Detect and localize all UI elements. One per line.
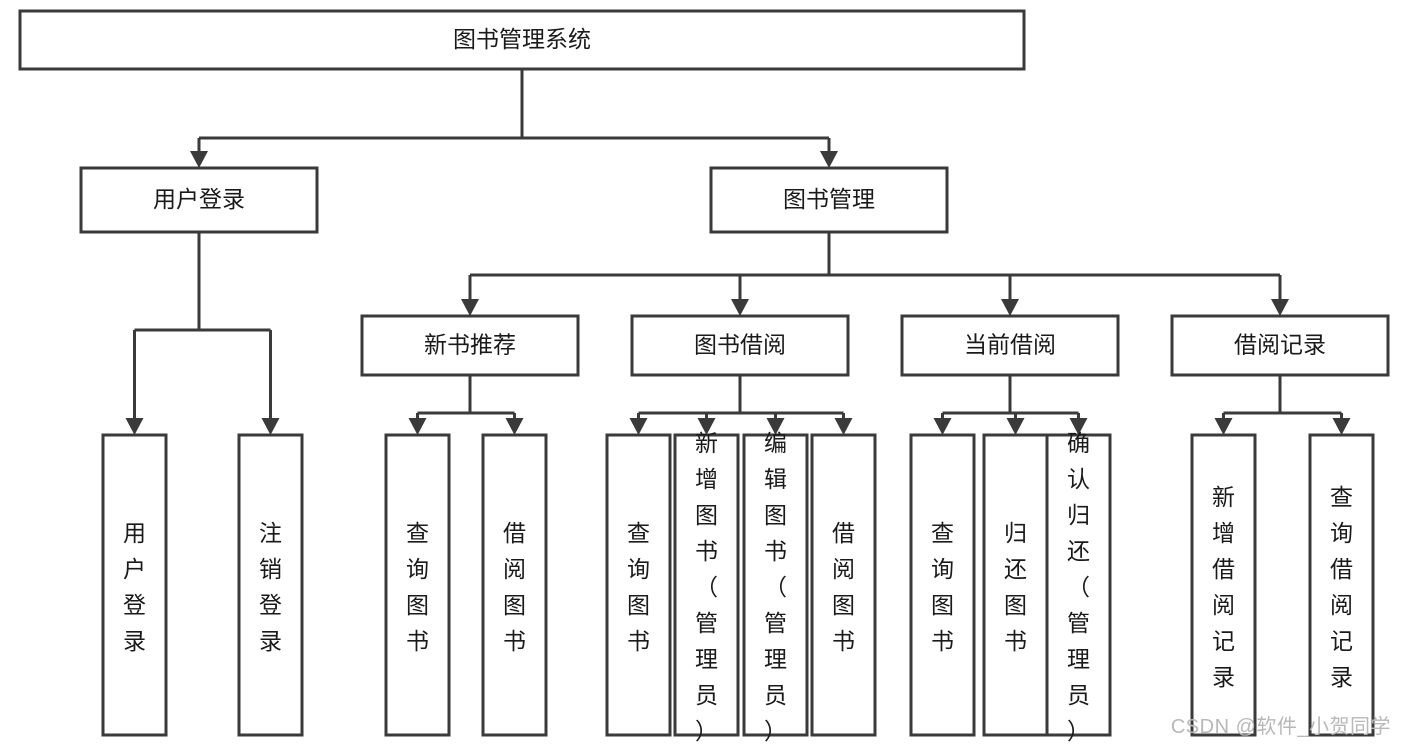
node-newbook[interactable]: 新书推荐	[360, 314, 580, 377]
arrow-head-icon	[1006, 418, 1025, 435]
node-leaf-query-book-2[interactable]: 查询图书	[605, 433, 672, 737]
arrow-head-icon	[1001, 299, 1019, 316]
node-leaf-return-book[interactable]: 归还图书	[982, 433, 1049, 737]
node-label: 借阅图书	[503, 520, 526, 654]
node-leaf-query-book-1[interactable]: 查询图书	[384, 433, 451, 737]
node-box	[18, 9, 1026, 71]
node-current[interactable]: 当前借阅	[900, 314, 1120, 377]
nodes-layer: 图书管理系统用户登录图书管理新书推荐图书借阅当前借阅借阅记录用户登录注销登录查询…	[18, 9, 1390, 744]
node-label: 用户登录	[153, 186, 245, 212]
node-box	[630, 314, 850, 377]
node-label: 新增借阅记录	[1212, 484, 1235, 690]
node-label: 新书推荐	[424, 332, 516, 358]
connectors-layer	[125, 69, 1351, 435]
node-label: 图书管理	[783, 186, 875, 212]
arrow-head-icon	[820, 151, 838, 168]
node-login[interactable]: 用户登录	[79, 166, 319, 234]
node-box	[237, 433, 304, 737]
arrow-head-icon	[261, 418, 280, 435]
arrow-head-icon	[697, 418, 716, 435]
node-label: 查询图书	[406, 520, 429, 654]
arrow-head-icon	[190, 151, 208, 168]
node-leaf-confirm-return[interactable]: 确认归还（管理员）	[1045, 430, 1112, 744]
node-label: 当前借阅	[964, 332, 1056, 358]
node-label: 新增图书（管理员）	[695, 430, 718, 744]
node-leaf-borrow-book-1[interactable]: 借阅图书	[481, 433, 548, 737]
node-root[interactable]: 图书管理系统	[18, 9, 1026, 71]
node-leaf-query-record[interactable]: 查询借阅记录	[1308, 433, 1375, 737]
node-box	[1308, 433, 1375, 737]
node-box	[101, 433, 168, 737]
node-label: 编辑图书（管理员）	[764, 430, 787, 744]
arrow-head-icon	[629, 418, 648, 435]
node-leaf-borrow-book-2[interactable]: 借阅图书	[810, 433, 877, 737]
arrow-head-icon	[408, 418, 427, 435]
node-box	[1190, 433, 1257, 737]
node-label: 借阅记录	[1234, 332, 1326, 358]
node-box	[909, 433, 976, 737]
node-leaf-add-book[interactable]: 新增图书（管理员）	[673, 430, 740, 744]
node-box	[384, 433, 451, 737]
node-box	[1045, 433, 1112, 737]
arrow-head-icon	[1214, 418, 1233, 435]
arrow-head-icon	[834, 418, 853, 435]
node-box	[900, 314, 1120, 377]
node-box	[79, 166, 319, 234]
node-records[interactable]: 借阅记录	[1170, 314, 1390, 377]
node-label: 图书管理系统	[453, 26, 591, 52]
arrow-head-icon	[1069, 418, 1088, 435]
arrow-head-icon	[766, 418, 785, 435]
node-box	[742, 433, 809, 737]
node-leaf-add-record[interactable]: 新增借阅记录	[1190, 433, 1257, 737]
arrow-head-icon	[731, 299, 749, 316]
node-box	[360, 314, 580, 377]
node-label: 用户登录	[123, 520, 146, 654]
node-label: 查询图书	[931, 520, 954, 654]
node-leaf-user-logout[interactable]: 注销登录	[237, 433, 304, 737]
node-label: 借阅图书	[832, 520, 855, 654]
arrow-head-icon	[505, 418, 524, 435]
node-leaf-query-book-3[interactable]: 查询图书	[909, 433, 976, 737]
arrow-head-icon	[461, 299, 479, 316]
node-box	[982, 433, 1049, 737]
node-leaf-user-login[interactable]: 用户登录	[101, 433, 168, 737]
arrow-head-icon	[1271, 299, 1289, 316]
node-box	[605, 433, 672, 737]
node-box	[673, 433, 740, 737]
node-borrow[interactable]: 图书借阅	[630, 314, 850, 377]
node-bookmgmt[interactable]: 图书管理	[709, 166, 949, 234]
arrow-head-icon	[125, 418, 144, 435]
node-label: 图书借阅	[694, 332, 786, 358]
node-box	[1170, 314, 1390, 377]
node-label: 注销登录	[259, 520, 282, 654]
node-label: 查询图书	[627, 520, 650, 654]
node-leaf-edit-book[interactable]: 编辑图书（管理员）	[742, 430, 809, 744]
node-label: 查询借阅记录	[1330, 484, 1353, 690]
node-box	[709, 166, 949, 234]
arrow-head-icon	[933, 418, 952, 435]
node-label: 确认归还（管理员）	[1067, 430, 1090, 744]
node-label: 归还图书	[1004, 520, 1027, 654]
node-box	[810, 433, 877, 737]
arrow-head-icon	[1332, 418, 1351, 435]
node-box	[481, 433, 548, 737]
csdn-watermark: CSDN @软件_小贺同学	[1170, 716, 1391, 738]
